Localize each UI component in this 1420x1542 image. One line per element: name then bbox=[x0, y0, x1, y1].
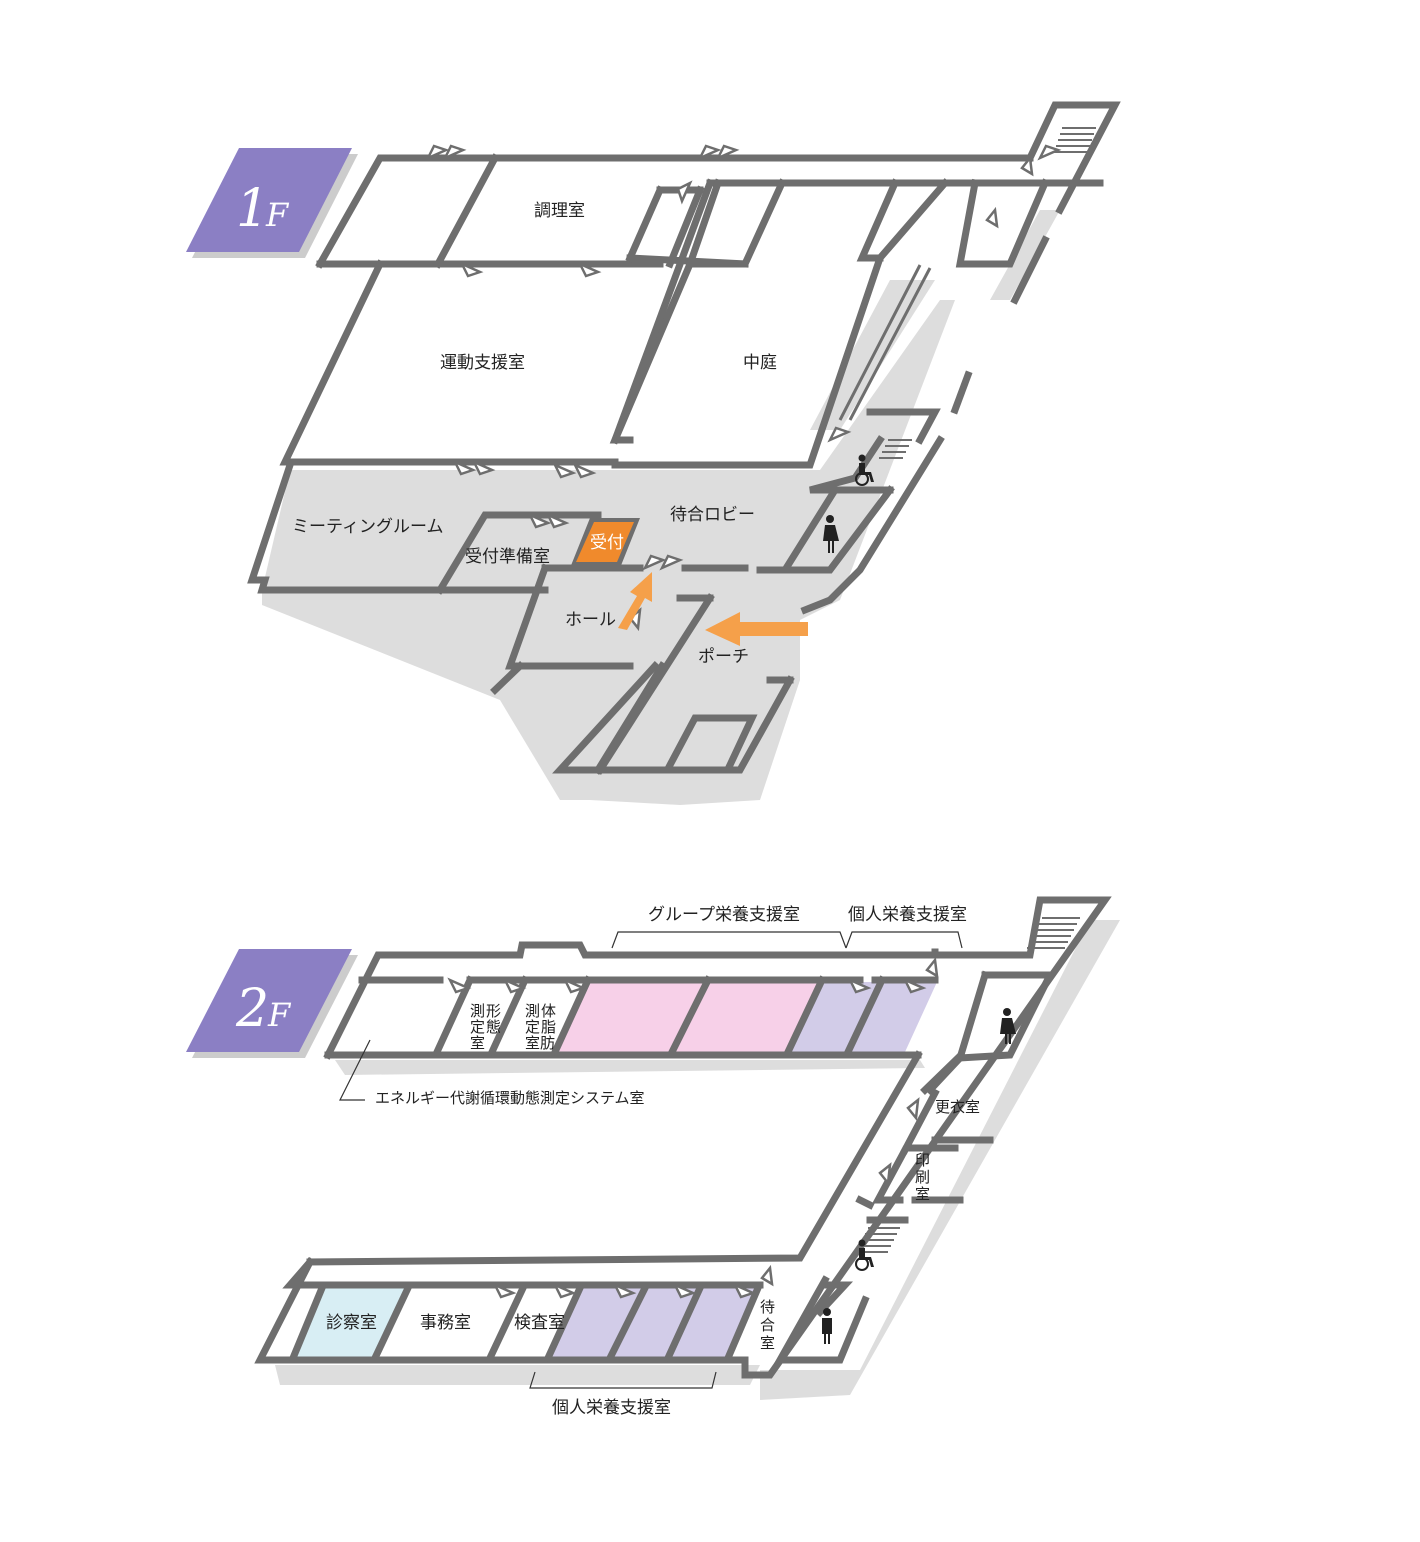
room-label-body-fat-3: 室肪 bbox=[525, 1034, 555, 1052]
mens-toilet-icon bbox=[1000, 1008, 1016, 1044]
room-label-individual-nutrition-top: 個人栄養支援室 bbox=[848, 905, 967, 925]
floor-1f-walls bbox=[247, 101, 1121, 775]
doors-2f bbox=[447, 956, 939, 1299]
room-label-inspection: 検査室 bbox=[514, 1313, 565, 1333]
room-fills-2f bbox=[295, 982, 937, 1358]
stairs-1f-top bbox=[1054, 127, 1096, 153]
room-label-printing-1: 印 bbox=[915, 1151, 930, 1169]
floor-tag-1f-letter: F bbox=[265, 196, 290, 234]
room-label-body-measure-3: 室 bbox=[470, 1034, 485, 1052]
entrance-arrow-icon bbox=[618, 572, 808, 646]
room-label-waiting-3: 室 bbox=[760, 1334, 775, 1352]
room-label-individual-nutrition-bottom: 個人栄養支援室 bbox=[552, 1398, 671, 1418]
room-label-exam: 診察室 bbox=[326, 1313, 377, 1333]
floor-2f: 2 F bbox=[186, 896, 1120, 1418]
room-label-body-fat-a: 体 bbox=[541, 1002, 556, 1020]
floor-tag-2f-letter: F bbox=[267, 996, 292, 1034]
room-label-lobby: 待合ロビー bbox=[670, 505, 755, 525]
floor-1f-shadow bbox=[262, 210, 1060, 805]
leader-lines-2f bbox=[339, 931, 963, 1389]
floor-1f: 1 F bbox=[186, 101, 1121, 805]
mens-toilet-icon-bottom bbox=[822, 1308, 832, 1344]
room-label-body-measure-1: 測 bbox=[470, 1002, 485, 1020]
room-label-cooking: 調理室 bbox=[534, 201, 585, 221]
doors-1f bbox=[425, 144, 1062, 632]
room-label-office: 事務室 bbox=[420, 1313, 471, 1333]
floor-2f-shadow bbox=[275, 920, 1120, 1400]
room-label-body-fat-1: 測 bbox=[525, 1002, 540, 1020]
room-label-body-measure-b: 態 bbox=[486, 1018, 501, 1036]
room-label-body-measure-2: 定 bbox=[470, 1018, 485, 1036]
room-label-changing: 更衣室 bbox=[935, 1098, 980, 1116]
floor-tag-1f-number: 1 bbox=[236, 179, 269, 239]
womens-toilet-icon bbox=[823, 515, 839, 553]
room-label-hall: ホール bbox=[565, 610, 616, 630]
reception-desk: 受付 bbox=[570, 518, 640, 568]
stairs-2f-top bbox=[1027, 917, 1080, 949]
floor-tag-2f: 2 F bbox=[186, 949, 358, 1058]
accessible-toilet-icon-2f bbox=[855, 1239, 874, 1271]
room-label-waiting-2: 合 bbox=[760, 1316, 775, 1334]
floor-tag-1f: 1 F bbox=[186, 148, 358, 258]
room-label-courtyard: 中庭 bbox=[743, 353, 777, 373]
room-label-reception: 受付 bbox=[590, 533, 624, 553]
room-label-printing-2: 刷 bbox=[915, 1168, 930, 1186]
room-label-energy-system: エネルギー代謝循環動態測定システム室 bbox=[375, 1089, 645, 1107]
room-label-printing-3: 室 bbox=[915, 1185, 930, 1203]
room-label-group-nutrition: グループ栄養支援室 bbox=[648, 905, 800, 925]
stairs-1f-right bbox=[879, 439, 912, 459]
room-label-meeting: ミーティングルーム bbox=[292, 517, 443, 537]
room-label-porch: ポーチ bbox=[698, 647, 749, 667]
room-label-exercise: 運動支援室 bbox=[440, 353, 525, 373]
room-label-reception-prep: 受付準備室 bbox=[465, 547, 550, 567]
room-label-body-measure-a: 形 bbox=[486, 1002, 501, 1020]
floor-2f-walls bbox=[254, 896, 1112, 1379]
floor-tag-2f-number: 2 bbox=[235, 979, 269, 1039]
room-label-body-fat-b: 脂 bbox=[541, 1018, 556, 1036]
room-label-body-fat-2: 定 bbox=[525, 1018, 540, 1036]
room-label-waiting-1: 待 bbox=[760, 1298, 775, 1316]
accessible-toilet-icon bbox=[855, 454, 874, 486]
